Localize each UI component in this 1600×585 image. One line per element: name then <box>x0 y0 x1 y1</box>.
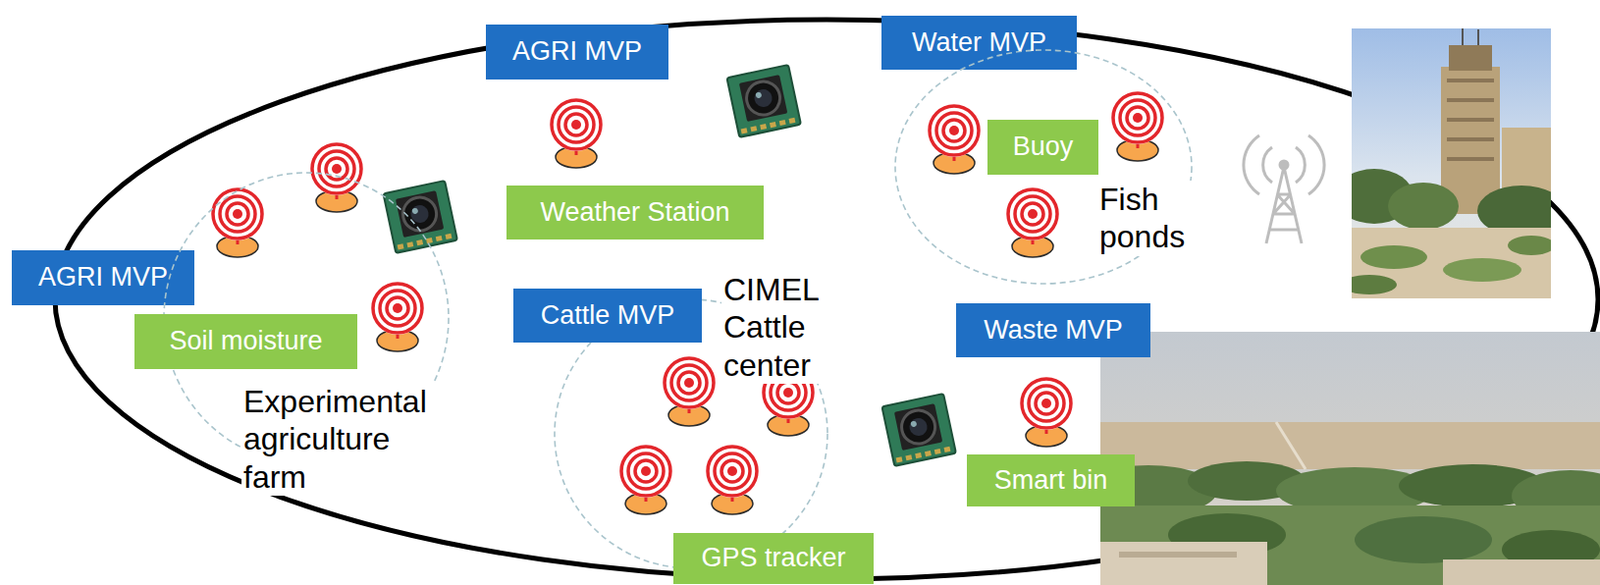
box-label: Cattle MVP <box>540 301 676 331</box>
sensor-icon <box>549 98 603 168</box>
sensor-box: GPS tracker <box>673 533 874 585</box>
sensor-icon <box>1006 187 1060 258</box>
box-label: Buoy <box>1013 132 1074 162</box>
sensor-box: Buoy <box>987 119 1099 175</box>
mvp-box: AGRI MVP <box>485 24 669 80</box>
sensor-box: Weather Station <box>506 185 764 240</box>
zone-label: CIMEL Cattle center <box>721 270 829 384</box>
box-label: GPS tracker <box>700 543 846 574</box>
camera-icon <box>881 393 956 467</box>
site-zone: Experimental agriculture farmSoil moistu… <box>162 171 450 465</box>
box-label: AGRI MVP <box>38 263 168 293</box>
campus-photo <box>1351 28 1551 299</box>
sensor-icon <box>310 142 364 213</box>
antenna-icon <box>1243 135 1325 244</box>
city-photo <box>1100 331 1600 585</box>
camera-icon <box>382 180 457 254</box>
site-zone: Fish ponds Buoy <box>894 49 1193 285</box>
sensor-icon <box>705 444 759 515</box>
box-label: Waste MVP <box>983 316 1123 346</box>
box-label: Smart bin <box>994 466 1109 496</box>
sensor-icon <box>1019 376 1073 447</box>
sensor-icon <box>371 281 425 352</box>
camera-icon <box>726 64 800 138</box>
system-boundary <box>54 19 1599 580</box>
box-label: Weather Station <box>539 198 730 228</box>
sensor-icon <box>211 187 265 258</box>
sensor-icon <box>927 104 981 174</box>
sensor-box: Soil moisture <box>134 314 358 370</box>
box-label: Soil moisture <box>168 326 322 357</box>
mvp-box: AGRI MVP <box>11 250 195 306</box>
sensor-icon <box>619 444 673 515</box>
sensor-box: Smart bin <box>966 454 1135 507</box>
mvp-box: Cattle MVP <box>513 288 702 343</box>
dashed-zone <box>895 50 1192 284</box>
zone-label: Fish ponds <box>1097 180 1193 257</box>
mvp-box: Waste MVP <box>956 303 1151 358</box>
sensor-icon <box>1111 91 1165 161</box>
sensor-icon <box>662 356 716 427</box>
box-label: AGRI MVP <box>512 37 642 67</box>
box-label: Water MVP <box>911 28 1047 58</box>
zone-label: Experimental agriculture farm <box>241 382 450 496</box>
